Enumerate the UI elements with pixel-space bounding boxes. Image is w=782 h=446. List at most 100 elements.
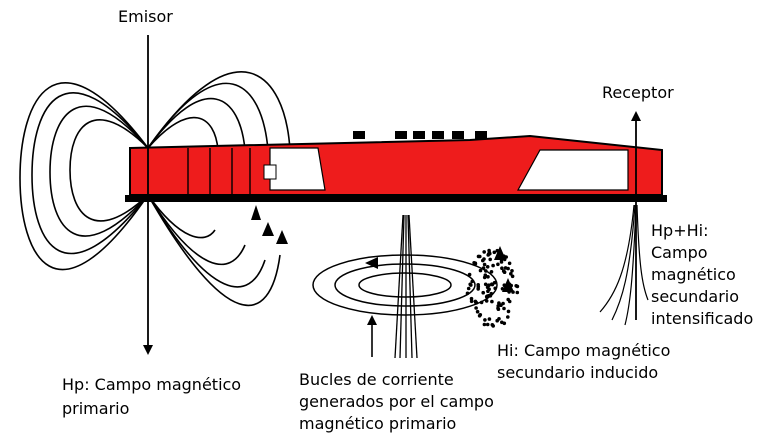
induced-field-dot	[482, 322, 487, 327]
enhanced-field-label-line: Campo	[651, 243, 708, 262]
induced-field-dot	[484, 269, 488, 273]
enhanced-field-label-line: Hp+Hi:	[651, 221, 708, 240]
induced-field-dot	[472, 261, 476, 265]
instrument-knob	[475, 131, 487, 139]
induced-field-dot	[483, 282, 488, 287]
induced-field-dot	[474, 306, 478, 310]
induced-field-dot	[485, 322, 490, 327]
induced-field-dot	[510, 274, 515, 279]
induced-field-dot	[502, 306, 506, 311]
induced-field-dot	[481, 290, 486, 295]
induced-field-dot	[481, 258, 485, 263]
induced-field-dots	[465, 248, 520, 328]
induced-field-dot	[469, 296, 474, 301]
loop-arrowhead	[365, 257, 378, 269]
instrument-knob	[413, 131, 425, 139]
induced-field-dot	[465, 291, 470, 296]
induced-field-dot	[482, 262, 487, 267]
receiver-field-lines	[599, 204, 649, 326]
induced-field-dot	[490, 323, 495, 327]
induced-field-dot	[500, 266, 504, 271]
induced-field-dot	[491, 263, 495, 268]
induced-field-dot	[496, 304, 501, 308]
induced-field-dot	[509, 272, 513, 276]
induced-field-dot	[475, 309, 480, 314]
induced-field-dot	[506, 309, 511, 314]
enhanced-field-label-line: secundario	[651, 287, 739, 306]
induced-field-dot	[499, 303, 503, 308]
probe-spike	[394, 214, 418, 359]
induced-field-dot	[515, 290, 520, 295]
induced-field-dot	[488, 294, 493, 298]
instrument-knob	[353, 131, 365, 139]
induced-field-dot	[478, 254, 482, 259]
induced-field-dot	[507, 261, 512, 266]
instrument-window-left	[269, 147, 326, 191]
enhanced-field-label-line: intensificado	[651, 309, 753, 328]
enhanced-field-label-line: magnético	[651, 265, 736, 284]
induced-field-dot	[492, 280, 497, 285]
induced-field-dot	[490, 299, 494, 304]
induced-field-dot	[496, 262, 500, 267]
induced-field-dot	[489, 270, 494, 274]
induced-field-dot	[483, 318, 487, 322]
primary-field-arrowheads	[251, 205, 288, 244]
induced-field-dot	[487, 287, 491, 292]
current-loops-label: Bucles de corriente generados por el cam…	[299, 370, 499, 433]
induced-field-dot	[506, 297, 511, 302]
induced-field-dot	[469, 299, 474, 304]
induced-field-dot	[484, 299, 489, 303]
instrument-base-bar	[125, 195, 667, 202]
induced-field-dot	[468, 282, 473, 287]
induced-arrowhead	[502, 278, 514, 292]
enhanced-field-label: Hp+Hi: Campo magnético secundario intens…	[651, 221, 753, 328]
instrument-knob	[395, 131, 407, 139]
induced-field-dot	[478, 313, 483, 317]
induced-field-dot	[488, 257, 493, 262]
induced-field-label: Hi: Campo magnético secundario inducido	[497, 341, 675, 382]
induced-field-dot	[479, 300, 484, 305]
induced-field-label-line: Hi: Campo magnético	[497, 341, 670, 360]
induced-field-dot	[497, 317, 501, 321]
current-loops-label-line: generados por el campo	[299, 392, 494, 411]
induced-field-dot	[492, 250, 497, 255]
induced-field-dot	[486, 275, 490, 279]
induced-field-dot	[493, 286, 498, 291]
primary-field-label-line: primario	[62, 399, 129, 418]
emitter-label: Emisor	[118, 7, 173, 26]
induced-field-dot	[487, 317, 492, 321]
induced-field-dot	[470, 279, 475, 284]
current-loops-label-line: Bucles de corriente	[299, 370, 454, 389]
instrument-window-right	[516, 149, 629, 191]
induced-field-dot	[501, 269, 506, 273]
induced-field-dot	[510, 269, 514, 273]
induced-field-dot	[484, 294, 489, 299]
induced-field-dot	[503, 266, 508, 270]
induced-field-dot	[482, 250, 487, 254]
primary-field-label-line: Hp: Campo magnético	[62, 375, 241, 394]
induced-field-dot	[481, 266, 486, 270]
induced-field-dot	[490, 282, 494, 287]
induced-field-dot	[478, 268, 483, 273]
induced-field-dot	[476, 284, 481, 289]
induced-field-dot	[515, 284, 520, 289]
instrument-knob	[452, 131, 464, 139]
primary-field-lines	[19, 71, 291, 307]
induced-field-dot	[487, 250, 492, 255]
induced-field-dot	[483, 273, 488, 278]
receiver-label: Receptor	[602, 83, 674, 102]
induced-field-dot	[467, 272, 472, 277]
instrument-small-box	[263, 164, 277, 180]
instrument-body	[125, 131, 667, 202]
current-loops	[312, 254, 498, 316]
primary-field-label: Hp: Campo magnético primario	[62, 375, 246, 418]
induced-field-dot	[485, 265, 490, 269]
induced-field-dot	[506, 315, 510, 319]
induced-field-dot	[500, 320, 504, 325]
induced-field-label-line: secundario inducido	[497, 363, 658, 382]
induced-arrowhead	[494, 246, 506, 260]
induced-field-dot	[474, 301, 479, 305]
induced-field-dot	[466, 286, 471, 291]
instrument-knob	[432, 131, 444, 139]
